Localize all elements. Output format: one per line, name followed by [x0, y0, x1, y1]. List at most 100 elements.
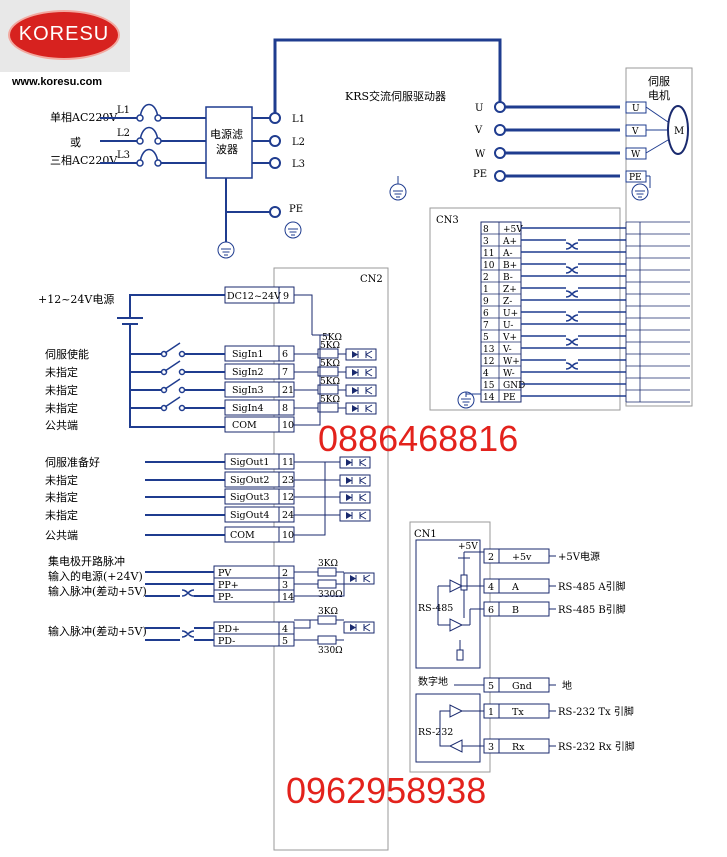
phone-number-overlay: 0886468816: [318, 418, 519, 459]
input-pin: 7: [282, 367, 288, 378]
cn3-pin-name: W+: [503, 357, 520, 367]
resistor-label: 330Ω: [318, 646, 343, 656]
cn3-pin-name: A-: [502, 249, 513, 259]
pulse-pin: 5: [282, 636, 288, 647]
drive-output-label: W: [475, 149, 486, 160]
cn3-pin-name: V-: [502, 345, 512, 355]
pe-label: PE: [289, 204, 303, 215]
cn3-label: CN3: [436, 215, 459, 226]
pulse-signal-name: PD-: [218, 636, 235, 647]
cn3-pin-name: V+: [502, 333, 517, 343]
pulse-signal-name: PV: [218, 568, 231, 579]
cn1-pin-desc: +5V电源: [558, 550, 600, 563]
output-pin: 24: [282, 510, 294, 521]
cn3-pin-name: U-: [503, 321, 513, 331]
cn1-pin-desc: RS-485 B引脚: [558, 603, 626, 616]
output-pin: 11: [282, 457, 294, 468]
output-desc: 未指定: [45, 490, 78, 504]
cn3-pin-name: +5V: [503, 225, 523, 235]
brand-logo: KORESU: [0, 0, 130, 72]
twisted-pair-icon: [181, 589, 195, 597]
output-desc: 公共端: [45, 529, 78, 542]
motor-terminal: U: [632, 104, 640, 114]
cn3-pin-number: 2: [483, 273, 489, 283]
cn3-pin-number: 14: [483, 393, 495, 403]
line-out-label: L3: [292, 159, 305, 170]
input-signal-name: SigIn1: [232, 349, 264, 360]
cn3-pin-number: 7: [483, 321, 489, 331]
output-desc: 伺服准备好: [45, 455, 100, 469]
pulse-desc: 输入的电源(+24V): [48, 569, 143, 583]
optocoupler-icon: [343, 572, 375, 585]
cn3-pin-name: B-: [503, 273, 513, 283]
logo-oval: [8, 10, 120, 60]
cn3-pin-number: 13: [483, 345, 495, 355]
cn1-pin-name: +5v: [512, 552, 532, 563]
input-pin: 21: [282, 385, 294, 396]
motor-terminal: W: [631, 150, 641, 160]
resistor-label: 5KΩ: [320, 395, 340, 405]
resistor-label: 3KΩ: [318, 559, 338, 569]
motor-terminal: V: [631, 127, 639, 137]
twisted-pair-icon: [565, 290, 579, 298]
supply-label: +12~24V电源: [38, 292, 114, 306]
line-in-label: L3: [117, 150, 130, 161]
pulse-signal-name: PP-: [218, 592, 233, 603]
drive-output-label: PE: [473, 169, 487, 180]
power-input-label: 或: [70, 136, 81, 149]
optocoupler-icon: [339, 491, 371, 504]
twisted-pair-icon: [565, 266, 579, 274]
website-url: www.koresu.com: [12, 76, 103, 88]
cn1-pin-name: B: [512, 605, 519, 616]
cn3-pin-number: 1: [483, 285, 489, 295]
optocoupler-icon: [345, 348, 377, 361]
ground-icon: [284, 221, 302, 239]
cn3-pin-name: Z-: [503, 297, 512, 307]
pulse-desc: 输入脉冲(差动+5V): [48, 624, 147, 638]
cn3-pin-name: U+: [503, 309, 518, 319]
input-pin: 10: [282, 420, 294, 431]
power-input-label: 单相AC220V: [50, 111, 118, 124]
cn1-pin-name: Tx: [512, 707, 524, 718]
pulse-signal-name: PD+: [218, 624, 240, 635]
cn3-pin-name: GND: [503, 381, 525, 391]
twisted-pair-icon: [565, 362, 579, 370]
pulse-pin: 3: [282, 580, 288, 591]
pulse-pin: 4: [282, 624, 288, 635]
output-signal-name: COM: [230, 530, 255, 541]
cn1-label: CN1: [414, 529, 437, 540]
cn3-pin-number: 11: [483, 249, 494, 259]
cn3-pin-name: B+: [503, 261, 517, 271]
power-filter-box: [205, 106, 253, 179]
cn3-pin-number: 5: [483, 333, 489, 343]
cn1-pin-number: 6: [488, 605, 494, 616]
cn1-pin-desc: RS-232 Tx 引脚: [558, 705, 634, 718]
cn3-pin-number: 3: [483, 237, 489, 247]
filter-label: 波器: [216, 143, 238, 156]
twisted-pair-icon: [565, 338, 579, 346]
dc-label: DC12~24V: [227, 291, 281, 302]
output-desc: 未指定: [45, 473, 78, 487]
motor-symbol: [667, 105, 689, 155]
cn1-pin-desc: RS-485 A引脚: [558, 580, 626, 593]
phone-number-overlay: 0962958938: [286, 770, 487, 811]
optocoupler-icon: [343, 621, 375, 634]
motor-terminal: PE: [629, 173, 642, 183]
logo-text: KORESU: [18, 23, 110, 45]
input-desc: 未指定: [45, 383, 78, 397]
resistor-label: 330Ω: [318, 590, 343, 600]
input-signal-name: SigIn2: [232, 367, 264, 378]
input-pin: 8: [282, 403, 288, 414]
line-out-label: L1: [292, 114, 305, 125]
input-desc: 公共端: [45, 419, 78, 432]
cn1-5v-label: +5V: [458, 542, 478, 552]
line-out-label: L2: [292, 137, 305, 148]
resistor-label: 5KΩ: [322, 333, 342, 343]
ground-icon: [217, 241, 235, 259]
ground-icon: [389, 183, 407, 201]
power-input-label: 三相AC220V: [50, 154, 118, 167]
input-signal-name: COM: [232, 420, 257, 431]
output-pin: 10: [282, 530, 294, 541]
output-desc: 未指定: [45, 508, 78, 522]
